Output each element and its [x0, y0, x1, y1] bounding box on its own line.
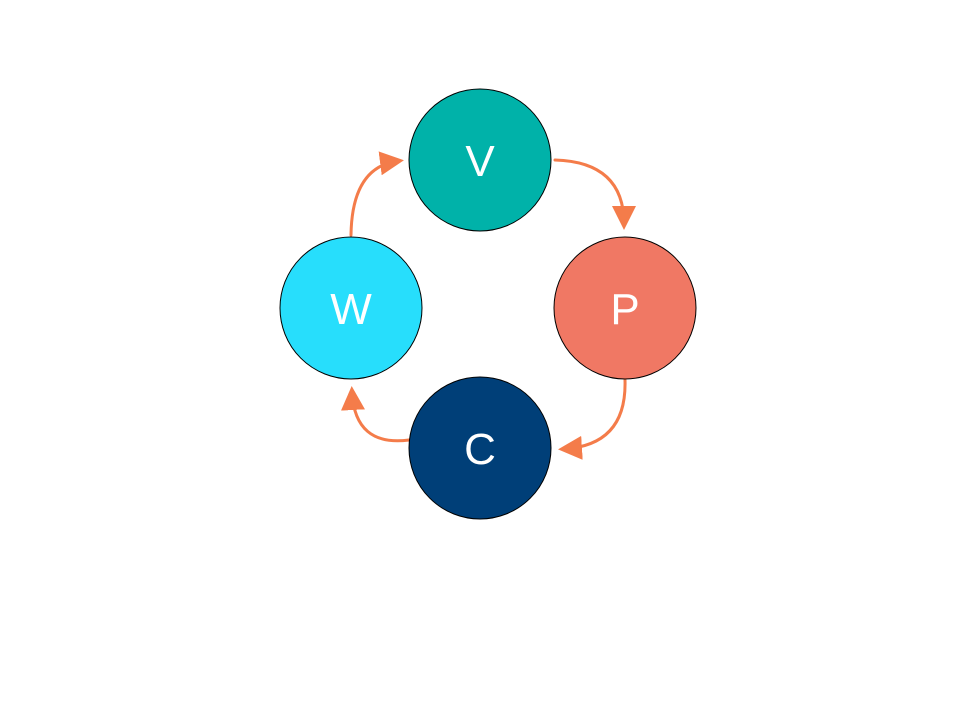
edge-c-to-w — [341, 386, 411, 443]
node-v: V — [408, 88, 552, 232]
edge-p-to-c — [558, 378, 627, 460]
node-c: C — [408, 376, 552, 520]
node-p: P — [553, 236, 697, 380]
node-c-circle — [408, 376, 552, 520]
edge-v-to-p — [553, 158, 636, 230]
node-p-circle — [553, 236, 697, 380]
node-c-label: C — [464, 425, 496, 474]
edge-w-to-v — [349, 151, 404, 237]
node-w-circle — [279, 236, 423, 380]
node-v-circle — [408, 88, 552, 232]
node-w: W — [279, 236, 423, 380]
node-v-label: V — [465, 137, 495, 186]
node-p-label: P — [610, 285, 639, 334]
node-w-label: W — [330, 285, 372, 334]
